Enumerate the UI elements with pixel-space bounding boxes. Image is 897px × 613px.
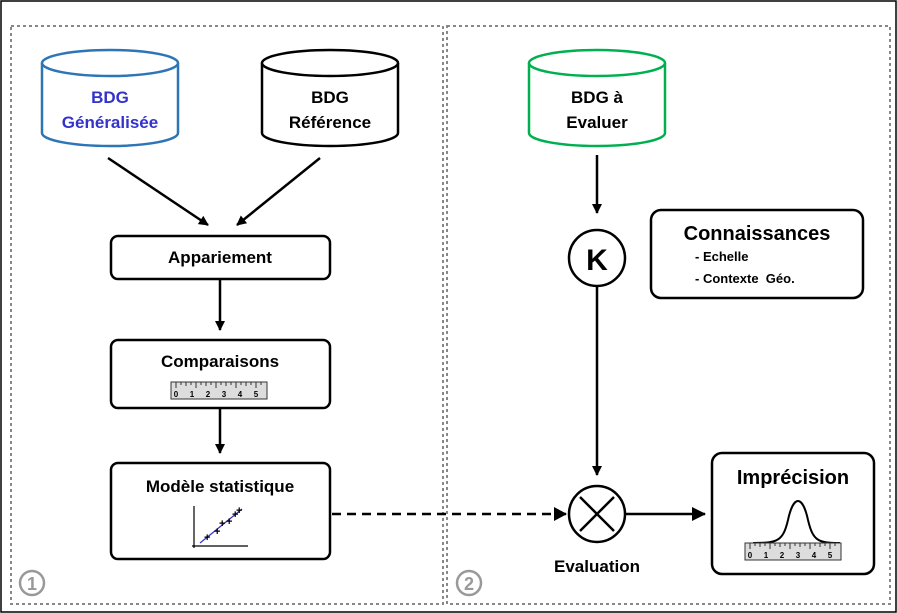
db-generalisee-line2: Généralisée — [62, 113, 158, 132]
svg-text:+: + — [219, 518, 225, 530]
svg-text:2: 2 — [464, 574, 474, 594]
appariement-box: Appariement — [109, 234, 332, 281]
panel-2 — [446, 25, 891, 605]
db-evaluer-line2: Evaluer — [566, 113, 628, 132]
connaissances-title: Connaissances — [684, 223, 831, 245]
appariement-label: Appariement — [168, 248, 272, 267]
evaluation-circle — [567, 484, 627, 544]
svg-text:+: + — [214, 526, 220, 538]
comparaisons-label: Comparaisons — [161, 352, 279, 371]
panel-2-number: 2 — [455, 569, 483, 597]
svg-text:+: + — [226, 516, 232, 528]
arrow-reference-to-appariement — [236, 157, 321, 226]
ruler-tick-0: 0 — [174, 390, 179, 399]
ruler2-tick-4: 4 — [812, 551, 817, 560]
modele-statistique-box: Modèle statistique + + + + + + — [109, 461, 332, 561]
ruler-icon: 0 1 2 3 4 5 — [170, 381, 268, 400]
ruler-tick-5: 5 — [254, 390, 259, 399]
ruler-tick-4: 4 — [238, 390, 243, 399]
imprecision-label: Imprécision — [737, 467, 849, 489]
panel-1 — [10, 25, 444, 605]
connaissances-item-echelle: - Echelle — [695, 249, 748, 264]
svg-text:+: + — [232, 509, 238, 521]
db-generalisee-cylinder: BDG Généralisée — [40, 48, 180, 148]
ruler2-tick-2: 2 — [780, 551, 785, 560]
svg-text:1: 1 — [27, 574, 37, 594]
ruler2-tick-0: 0 — [748, 551, 753, 560]
gaussian-curve-icon — [752, 499, 841, 544]
connaissances-box: Connaissances - Echelle - Contexte Géo. — [649, 208, 865, 300]
imprecision-box: Imprécision 0 1 2 3 4 5 — [710, 451, 876, 576]
ruler-tick-2: 2 — [206, 390, 211, 399]
arrow-generalisee-to-appariement — [107, 156, 209, 227]
svg-text:+: + — [236, 505, 242, 517]
dashed-link-arrowhead — [554, 507, 567, 521]
svg-text:+: + — [204, 532, 210, 544]
ruler-icon-imprecision: 0 1 2 3 4 5 — [744, 542, 842, 561]
k-circle: K — [567, 228, 627, 288]
comparaisons-box: Comparaisons 0 1 2 3 4 5 — [109, 338, 332, 410]
db-evaluer-cylinder: BDG à Evaluer — [527, 48, 667, 148]
ruler2-tick-3: 3 — [796, 551, 801, 560]
db-reference-line2: Référence — [289, 113, 371, 132]
k-symbol: K — [586, 244, 608, 277]
connaissances-item-contexte: - Contexte Géo. — [695, 271, 795, 286]
db-evaluer-line1: BDG à — [571, 88, 624, 107]
ruler2-tick-1: 1 — [764, 551, 769, 560]
panel-1-number: 1 — [18, 569, 46, 597]
ruler-tick-3: 3 — [222, 390, 227, 399]
evaluation-label: Evaluation — [554, 557, 640, 576]
db-reference-cylinder: BDG Référence — [260, 48, 400, 148]
ruler2-tick-5: 5 — [828, 551, 833, 560]
scatter-plot-icon: + + + + + + — [192, 505, 248, 548]
db-reference-line1: BDG — [311, 88, 349, 107]
ruler-tick-1: 1 — [190, 390, 195, 399]
modele-label: Modèle statistique — [146, 477, 294, 496]
db-generalisee-line1: BDG — [91, 88, 129, 107]
